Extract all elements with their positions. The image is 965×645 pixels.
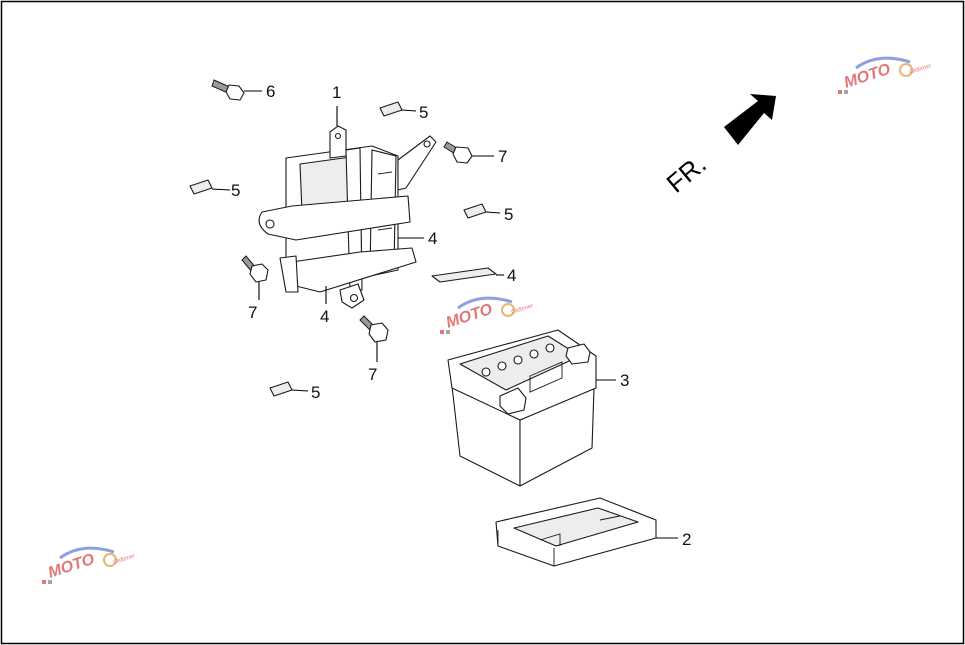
watermark-logo-top-right: MOTO Oldtimer (838, 56, 932, 94)
callout-7-left: 7 (248, 303, 257, 322)
front-label: FR. (661, 149, 712, 199)
front-arrow-icon (724, 94, 776, 145)
callout-5-right: 5 (504, 205, 513, 224)
battery-part-3 (447, 329, 597, 487)
rubber-pad-part-5-top (379, 101, 403, 117)
callout-1: 1 (332, 83, 341, 102)
svg-text:MOTO: MOTO (46, 551, 97, 582)
callout-5-left: 5 (231, 181, 240, 200)
callout-4-strip: 4 (507, 266, 516, 285)
callout-6: 6 (266, 82, 275, 101)
callout-2: 2 (682, 530, 691, 549)
bolt-part-7-bottom (359, 315, 389, 343)
svg-text:MOTO: MOTO (842, 61, 893, 92)
callout-3: 3 (620, 371, 629, 390)
svg-text:Oldtimer: Oldtimer (113, 553, 136, 566)
callout-4-floor: 4 (320, 307, 329, 326)
battery-terminal-negative (499, 387, 527, 415)
bolt-part-7-right (443, 141, 473, 164)
callout-7-right: 7 (498, 147, 507, 166)
battery-tray-part-2 (495, 497, 657, 567)
front-direction-indicator: FR. (661, 94, 776, 199)
svg-text:MOTO: MOTO (444, 301, 495, 332)
leader-lines (211, 90, 678, 539)
rubber-strip-part-4 (431, 267, 497, 283)
svg-text:Oldtimer: Oldtimer (909, 63, 932, 76)
bolt-part-7-left (241, 255, 269, 283)
rubber-pad-part-5-right (463, 203, 487, 219)
battery-vent-caps (481, 343, 555, 377)
battery-terminal-positive (565, 343, 591, 365)
callout-5-bottom: 5 (311, 383, 320, 402)
watermark-logo-center: MOTO Oldtimer (440, 296, 534, 334)
rubber-pad-part-5-bottom (269, 381, 293, 397)
callout-5-top: 5 (419, 103, 428, 122)
bolt-part-6 (211, 79, 245, 101)
battery-box-bracket (258, 125, 437, 309)
rubber-pad-part-5-left (189, 179, 213, 195)
watermark-logo-bottom-left: MOTO Oldtimer (42, 546, 136, 584)
callout-7-bottom: 7 (368, 365, 377, 384)
callout-labels: 1 6 5 7 5 5 4 4 7 4 7 5 3 2 (231, 82, 691, 549)
callout-4-bracket: 4 (428, 229, 437, 248)
svg-text:Oldtimer: Oldtimer (511, 303, 534, 316)
